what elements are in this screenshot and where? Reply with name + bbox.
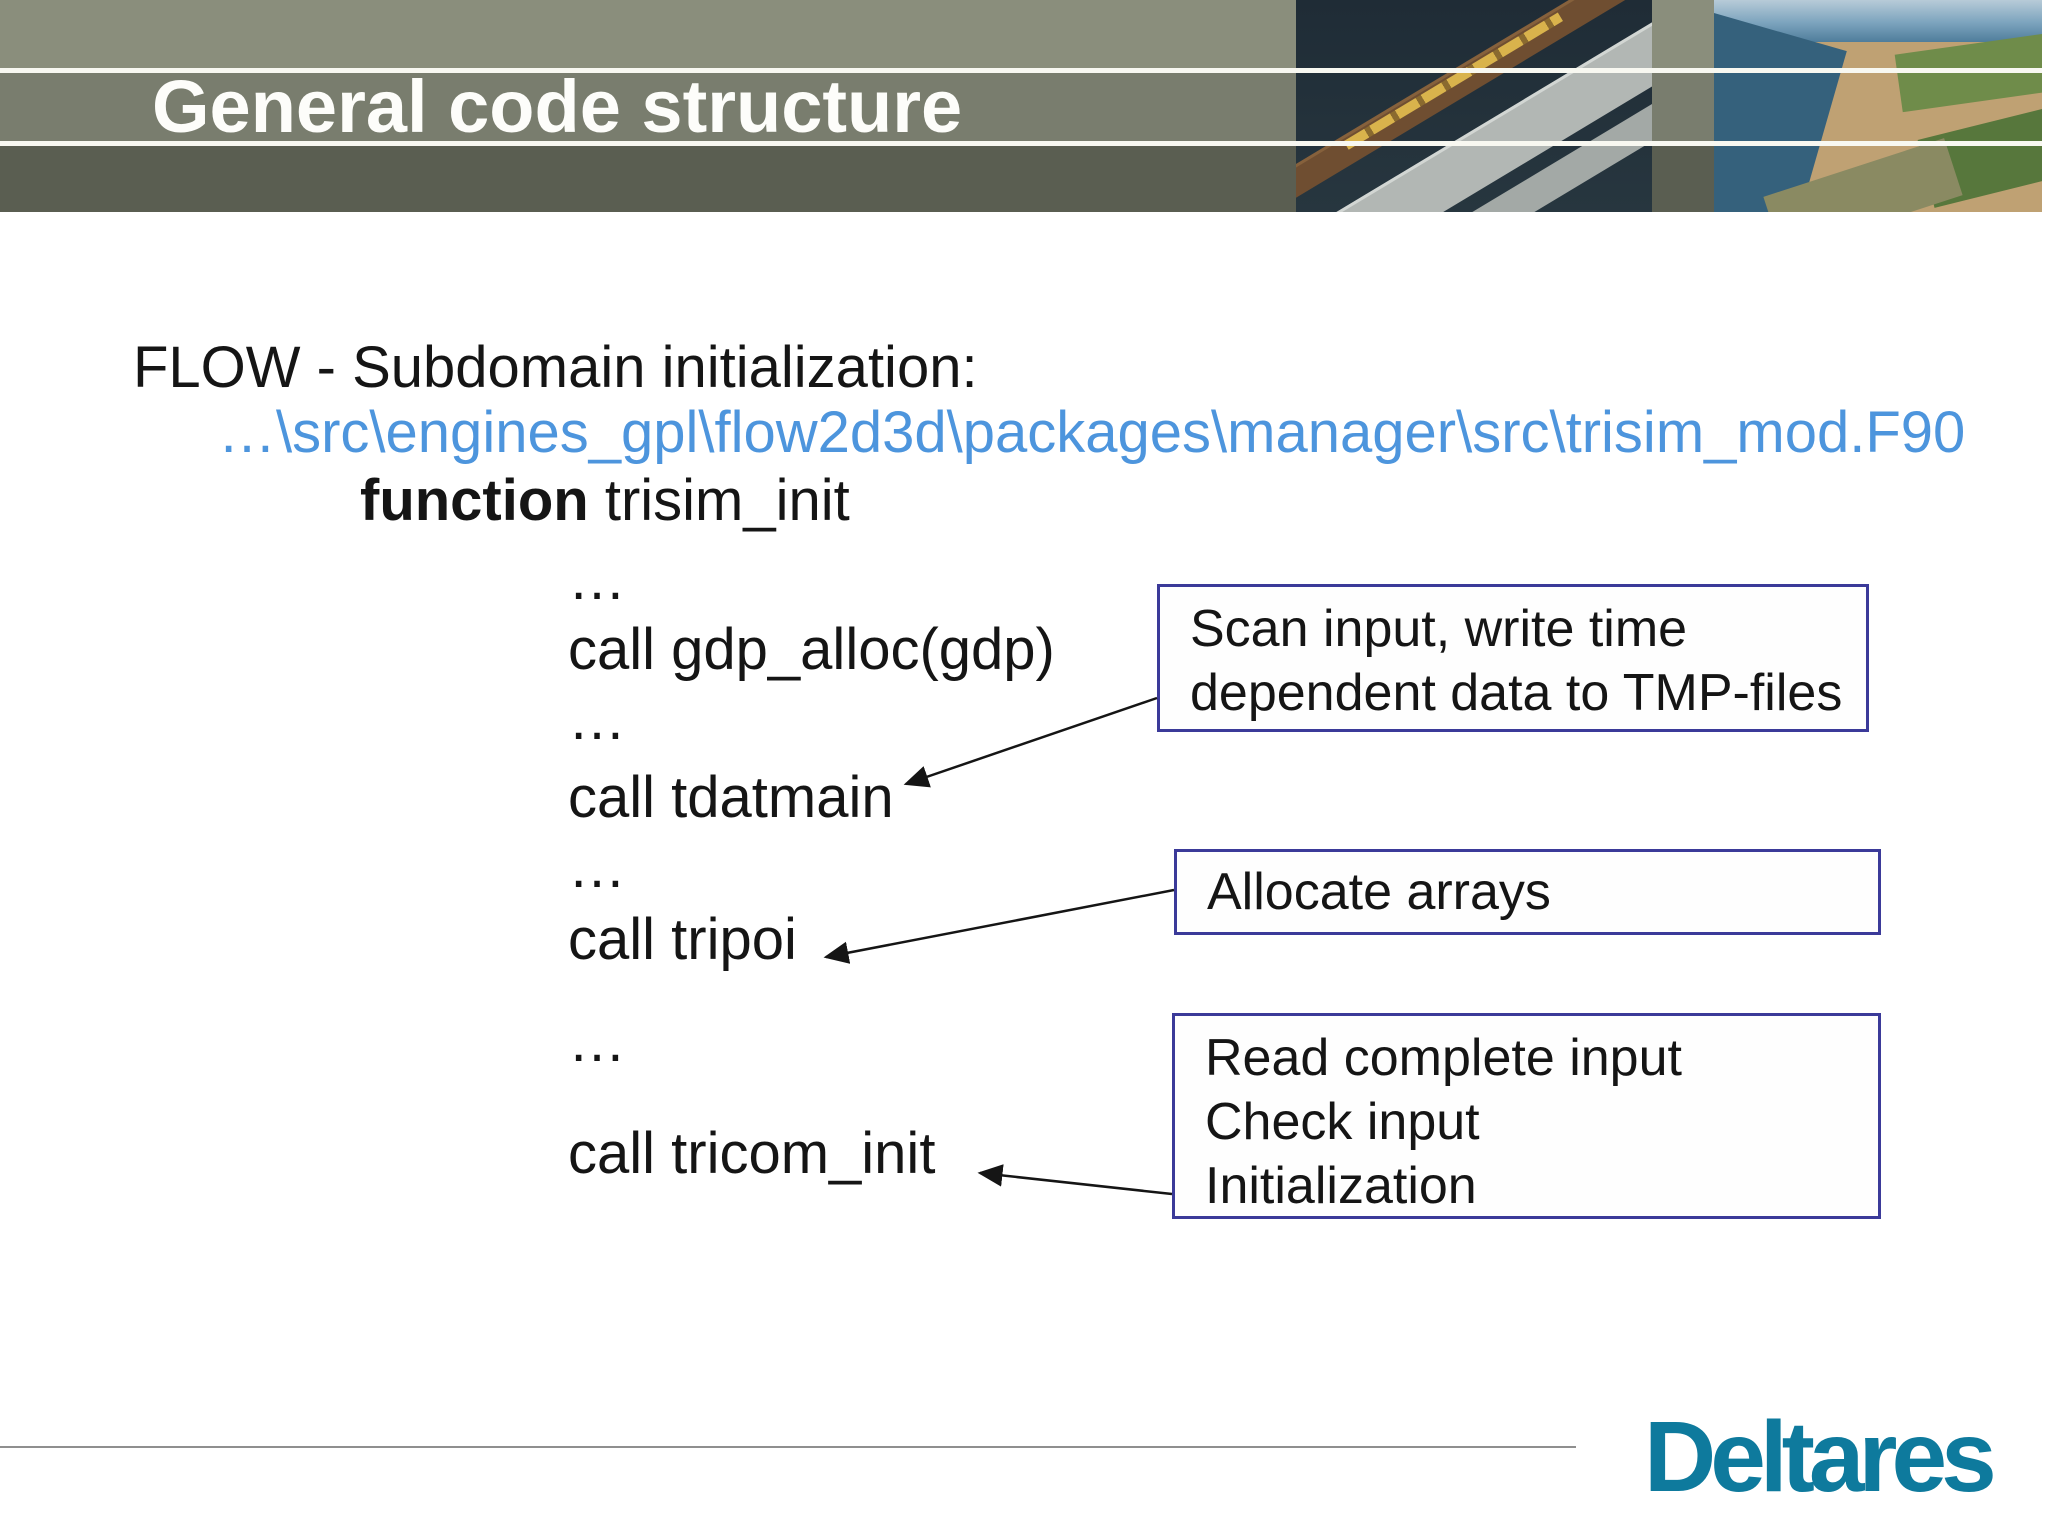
code-line: call tripoi	[568, 907, 797, 972]
code-block: … call gdp_alloc(gdp) … call tdatmain … …	[568, 545, 1128, 1189]
callout-line: Initialization	[1205, 1157, 1477, 1215]
code-line: …	[568, 1009, 626, 1074]
header-divider-bottom	[0, 141, 2048, 146]
code-line: call gdp_alloc(gdp)	[568, 617, 1055, 682]
callout-scan-input: Scan input, write time dependent data to…	[1157, 584, 1869, 732]
footer-divider	[0, 1446, 1576, 1448]
function-name: trisim_init	[604, 468, 850, 533]
callout-allocate-arrays: Allocate arrays	[1174, 849, 1881, 935]
bridge-roadway-group	[1296, 0, 1652, 212]
header-band-top	[0, 0, 2048, 68]
code-line: …	[568, 835, 626, 900]
callout-line: Allocate arrays	[1207, 863, 1551, 921]
callout-line: Read complete input	[1205, 1029, 1682, 1087]
function-keyword: function	[360, 468, 589, 533]
deltares-logo: Deltares	[1644, 1401, 1997, 1513]
bridge-aerial-photo	[1296, 0, 1652, 212]
callout-line: Check input	[1205, 1093, 1480, 1151]
source-file-path: …\src\engines_gpl\flow2d3d\packages\mana…	[218, 400, 1966, 465]
code-line: …	[568, 547, 626, 612]
callout-line: Scan input, write time	[1190, 600, 1688, 658]
code-line: …	[568, 687, 626, 752]
header-title-band: General code structure	[0, 65, 2048, 148]
callout-read-input: Read complete input Check input Initiali…	[1172, 1013, 1881, 1219]
header-band-bottom	[0, 146, 2048, 212]
slide-title: General code structure	[152, 65, 963, 148]
code-line: call tdatmain	[568, 765, 894, 830]
header-divider-top	[0, 68, 2048, 73]
function-declaration: function trisim_init	[360, 470, 850, 532]
header-right-gap	[2042, 0, 2048, 212]
bridge-highway-deck	[1296, 0, 1652, 212]
code-line: call tricom_init	[568, 1121, 936, 1186]
estuary-aerial-photo	[1714, 0, 2042, 212]
section-heading: FLOW - Subdomain initialization:	[133, 335, 978, 400]
callout-line: dependent data to TMP-files	[1190, 664, 1843, 722]
estuary-field	[1894, 33, 2042, 113]
